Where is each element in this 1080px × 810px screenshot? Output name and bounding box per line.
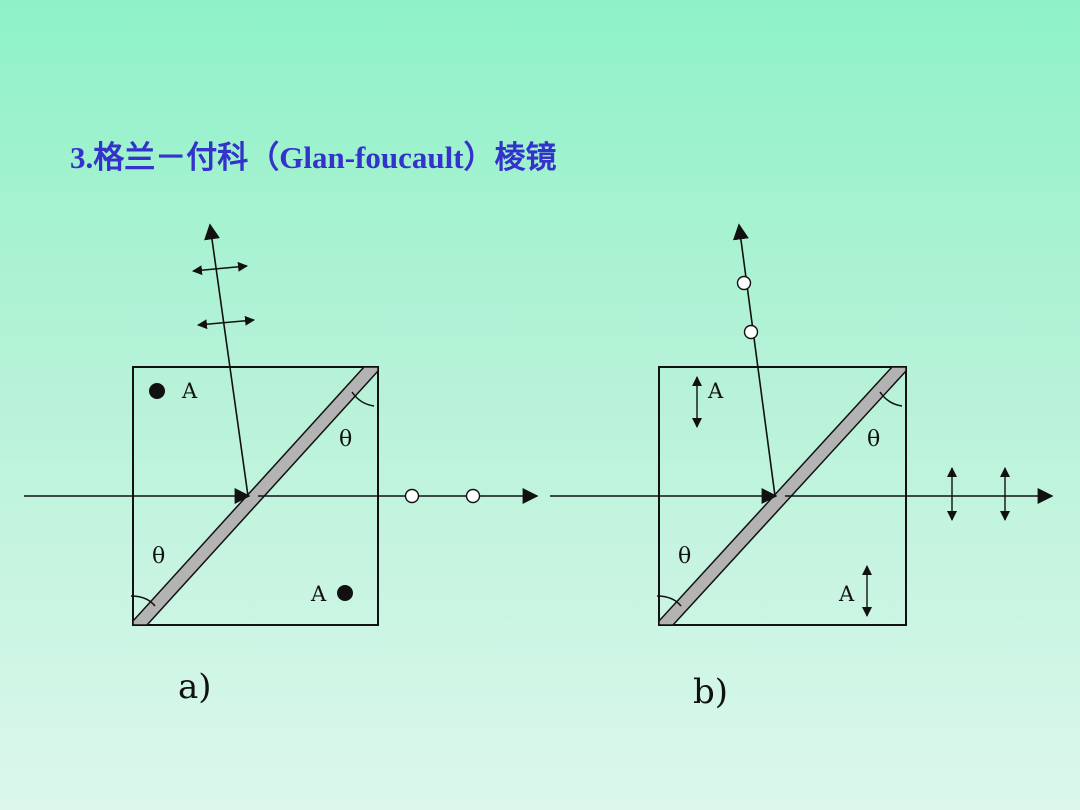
theta-label-a-top: θ xyxy=(339,427,352,452)
polarization-dot-b-2 xyxy=(743,324,759,340)
caption-b: b) xyxy=(693,672,728,712)
reflected-ray-b xyxy=(732,223,776,497)
theta-label-b-bottom: θ xyxy=(678,544,691,569)
polarization-arrow-a-2 xyxy=(197,315,255,330)
angle-arc-b-top xyxy=(879,391,903,407)
polarization-dot-a-1 xyxy=(404,488,420,504)
caption-a: a) xyxy=(178,667,212,707)
reflected-ray-a xyxy=(204,223,249,497)
optic-axis-dot-a-top xyxy=(149,383,165,399)
optic-axis-dot-a-bottom xyxy=(337,585,353,601)
theta-label-a-bottom: θ xyxy=(152,544,165,569)
angle-arc-b-bottom xyxy=(656,595,682,607)
panel-a: A A θ θ a) xyxy=(24,223,539,707)
angle-arc-a-top xyxy=(351,391,375,407)
polarization-dot-a-2 xyxy=(465,488,481,504)
axis-label-a-top: A xyxy=(181,379,198,403)
polarization-dot-b-1 xyxy=(736,275,752,291)
prism-a-air-gap xyxy=(132,366,379,626)
prism-b-air-gap xyxy=(658,366,907,626)
axis-label-b-bottom: A xyxy=(838,582,855,606)
axis-label-b-top: A xyxy=(707,379,724,403)
angle-arc-a-bottom xyxy=(130,595,156,607)
panel-b: A A θ θ b) xyxy=(550,223,1054,712)
theta-label-b-top: θ xyxy=(867,427,880,452)
polarization-arrow-a-1 xyxy=(192,261,248,276)
slide-title: 3.格兰－付科（Glan-foucault）棱镜 xyxy=(70,140,557,175)
axis-label-a-bottom: A xyxy=(310,582,327,606)
